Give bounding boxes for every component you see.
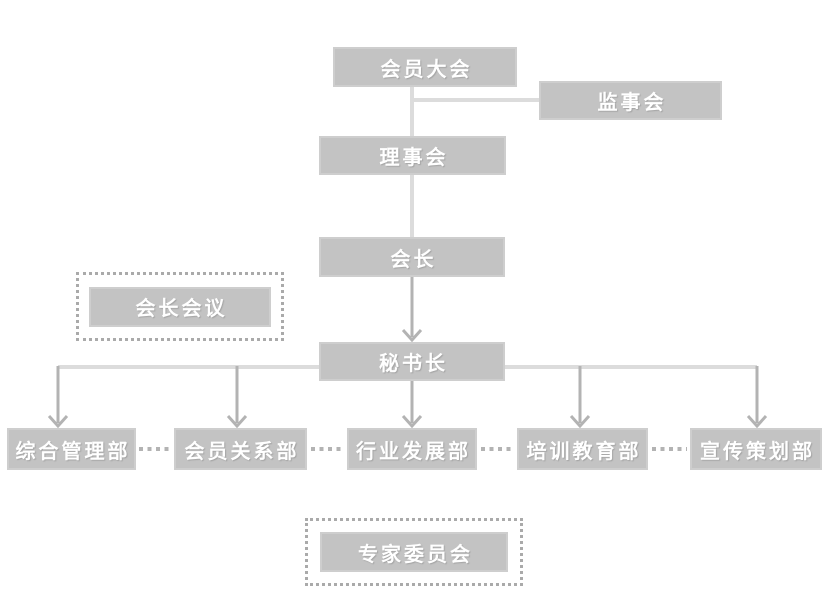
node-presidents-meeting-label: 会长会议 — [135, 298, 228, 320]
arrowhead-member-relations — [226, 414, 248, 429]
frame-presidents-meeting: 会长会议 — [76, 272, 284, 341]
node-supervisory-board: 监事会 — [539, 81, 722, 120]
node-dept-member-relations: 会员关系部 — [174, 428, 307, 470]
node-dept-training-education-label: 培训教育部 — [526, 440, 642, 463]
node-expert-committee-label: 专家委员会 — [358, 543, 473, 566]
node-supervisory-board-label: 监事会 — [597, 92, 667, 114]
node-dept-member-relations-label: 会员关系部 — [184, 440, 300, 463]
node-dept-training-education: 培训教育部 — [517, 428, 648, 470]
arrowhead-training-education — [569, 414, 591, 429]
node-dept-industry-development: 行业发展部 — [347, 428, 477, 470]
node-council: 理事会 — [319, 136, 506, 175]
node-dept-publicity-planning-label: 宣传策划部 — [700, 440, 815, 463]
node-secretary-general: 秘书长 — [319, 342, 505, 381]
node-expert-committee: 专家委员会 — [320, 532, 508, 572]
frame-expert-committee: 专家委员会 — [305, 518, 523, 586]
arrowhead-industry-development — [401, 414, 423, 429]
node-members-assembly-label: 会员大会 — [380, 58, 473, 81]
node-dept-publicity-planning: 宣传策划部 — [690, 428, 822, 470]
node-council-label: 理事会 — [379, 147, 449, 169]
node-dept-general-management-label: 综合管理部 — [15, 440, 131, 463]
node-dept-industry-development-label: 行业发展部 — [356, 440, 471, 463]
node-president-label: 会长 — [390, 248, 437, 271]
node-president: 会长 — [319, 237, 505, 277]
node-members-assembly: 会员大会 — [333, 47, 517, 87]
arrowhead-secretary — [401, 328, 423, 343]
node-dept-general-management: 综合管理部 — [7, 428, 136, 470]
arrowhead-general-management — [47, 414, 69, 429]
node-presidents-meeting: 会长会议 — [89, 286, 271, 327]
node-secretary-general-label: 秘书长 — [379, 353, 448, 375]
arrowhead-publicity-planning — [746, 414, 768, 429]
